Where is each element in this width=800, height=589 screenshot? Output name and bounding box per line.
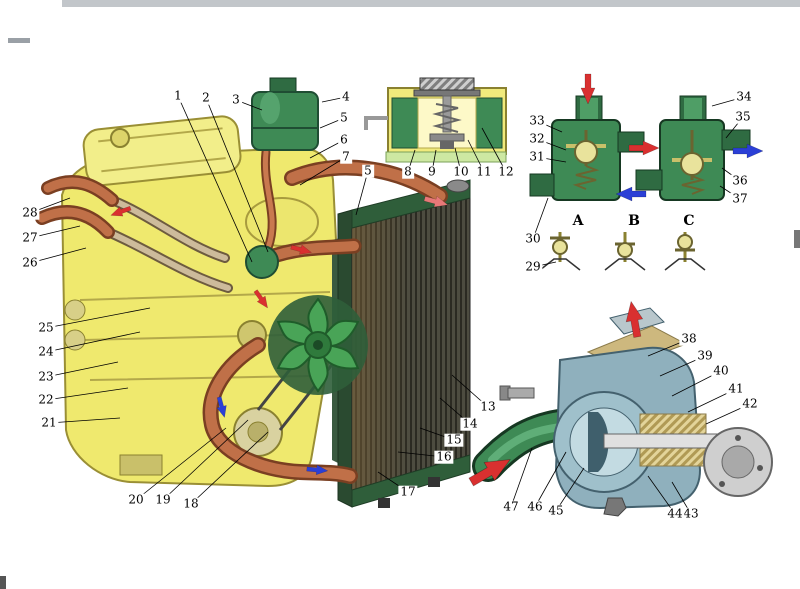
steam-tube (364, 116, 388, 130)
cooling-fan (268, 295, 368, 395)
radiator-filler-cap (446, 179, 470, 193)
cap-crown (419, 77, 475, 91)
expansion-tank (251, 77, 319, 151)
drain-plug (603, 497, 627, 517)
impeller (588, 412, 609, 472)
water-pump-inset (472, 307, 773, 517)
oil-filler-cap (110, 128, 130, 148)
thermostat-inset (529, 95, 751, 271)
thermostat-housing (245, 245, 279, 279)
cap-spring (432, 103, 462, 133)
valve-position-diagrams (539, 232, 706, 271)
radiator-cap-inset (364, 77, 507, 163)
